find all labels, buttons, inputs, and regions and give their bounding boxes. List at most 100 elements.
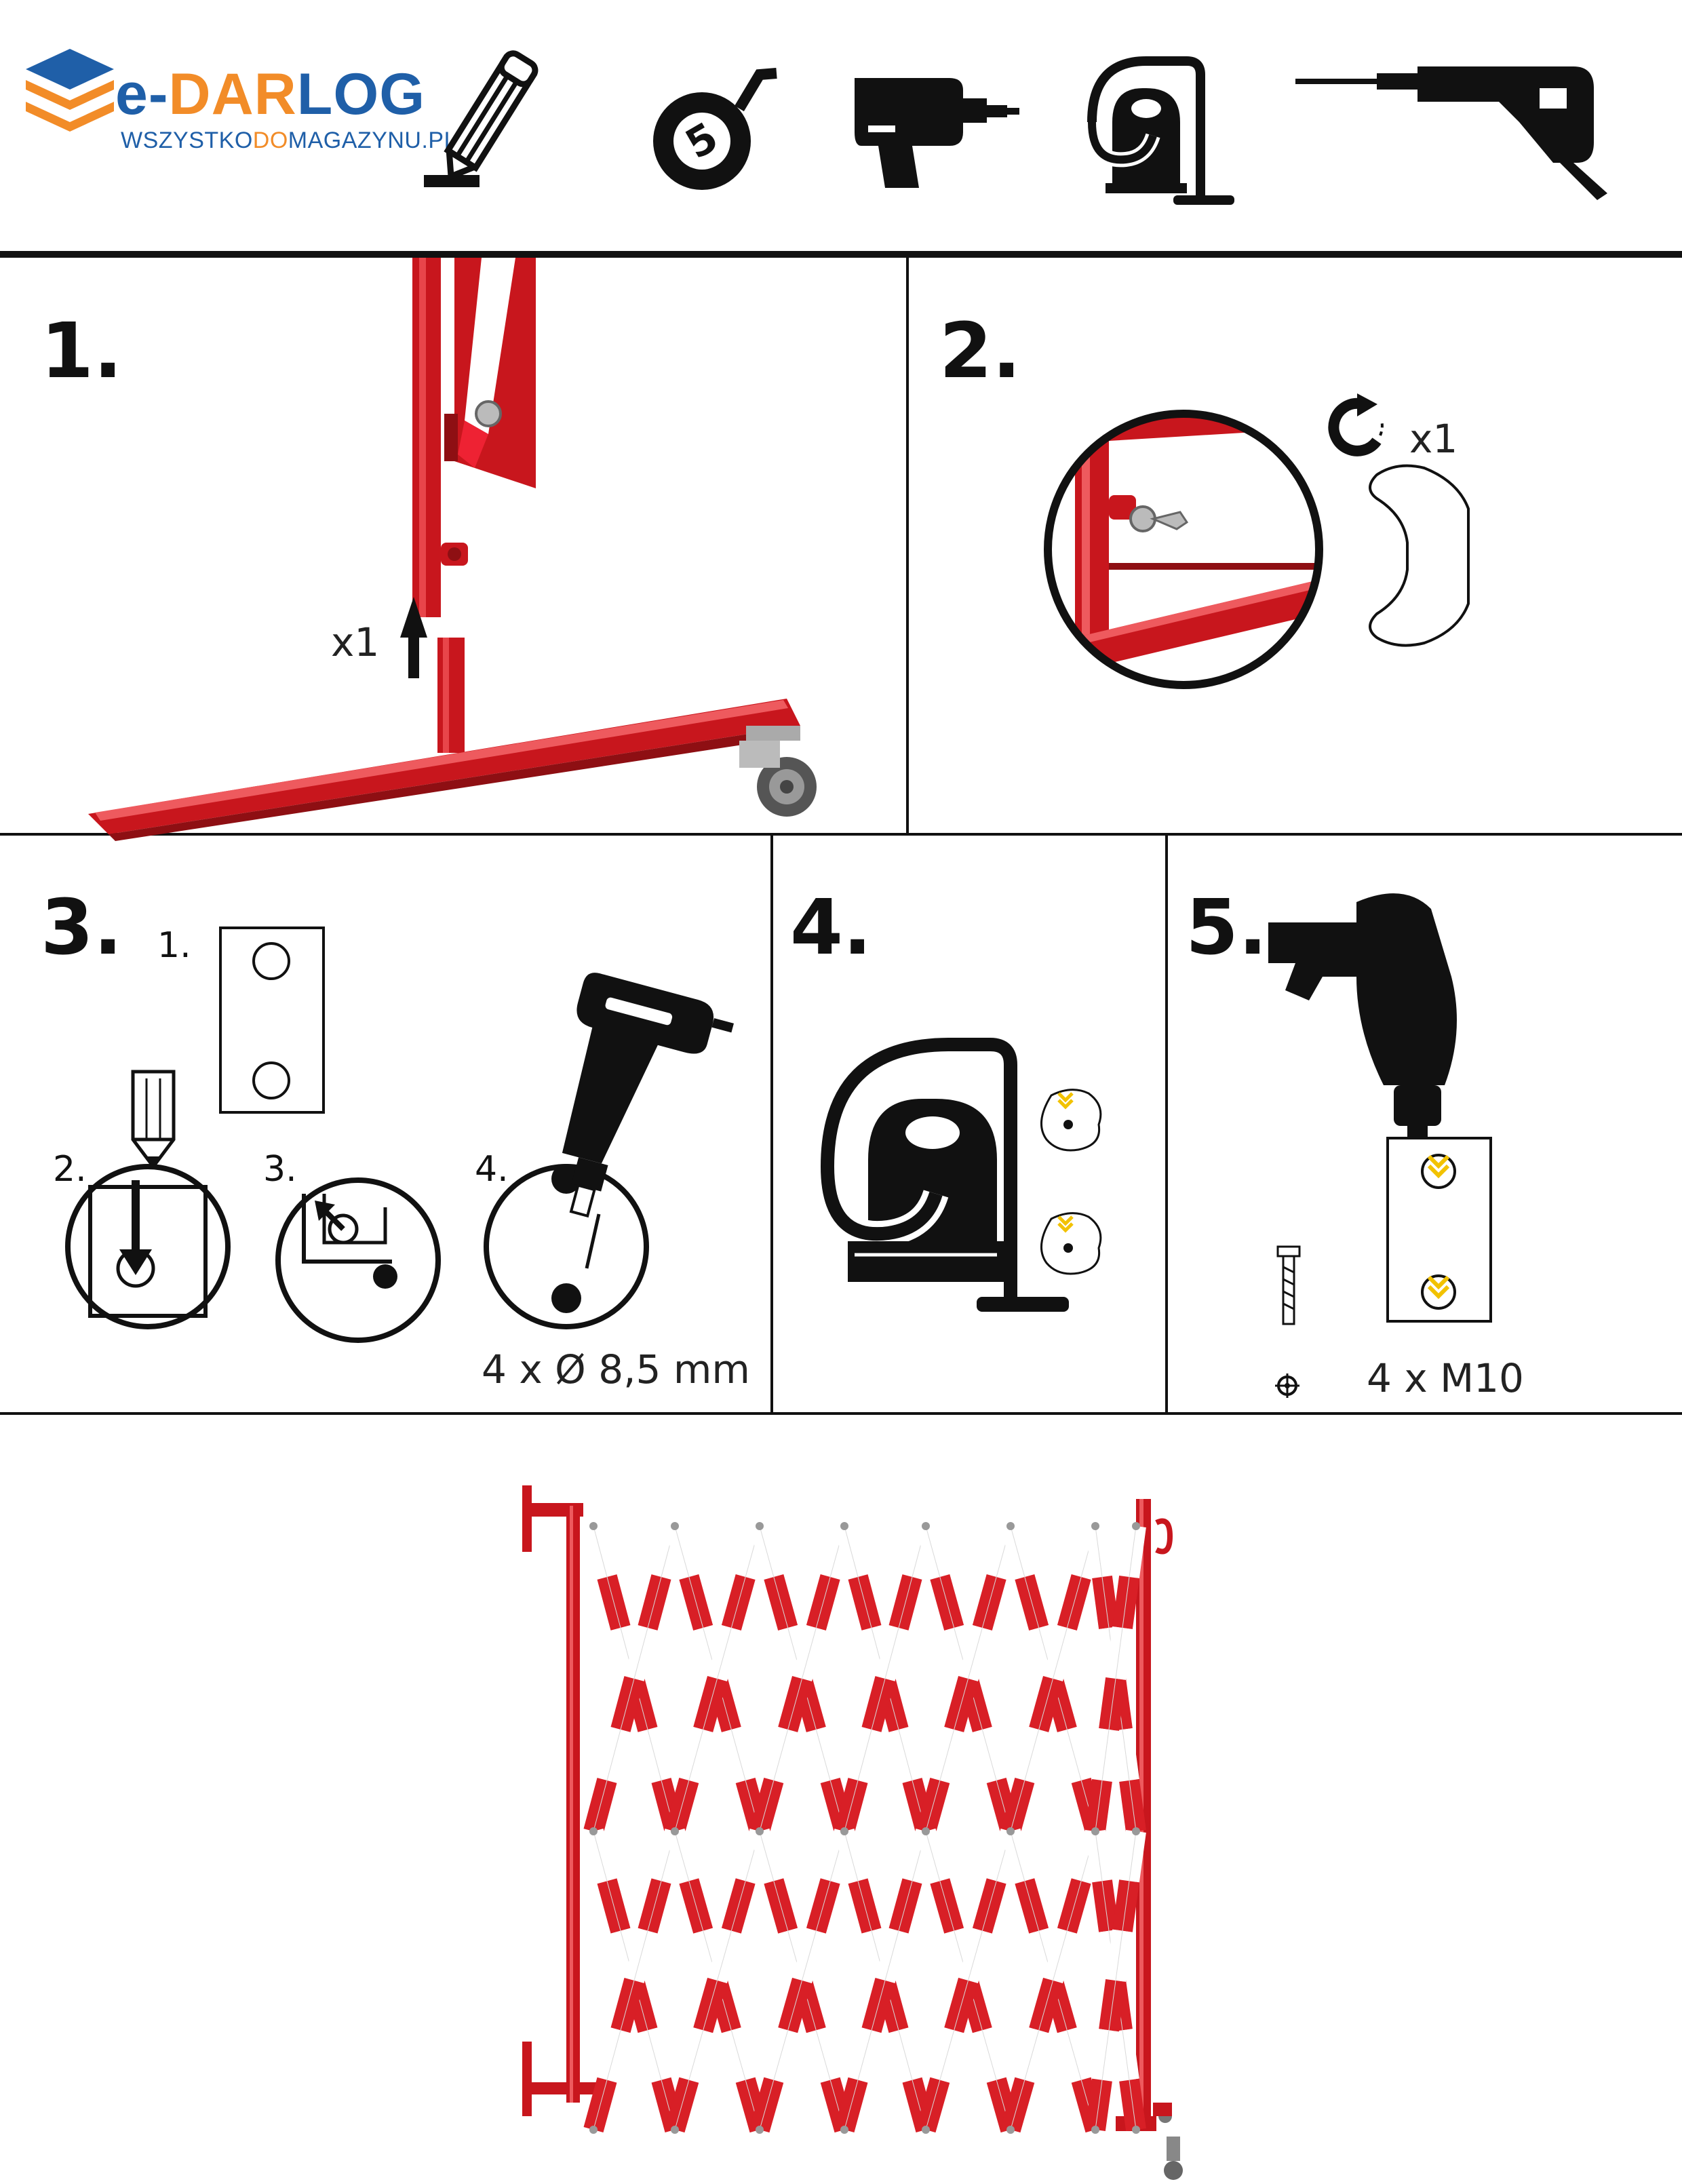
lattice-bar-outline [981, 1729, 997, 1781]
lattice-rivet [589, 1522, 598, 1530]
lattice-bar-outline [1024, 1881, 1040, 1931]
lattice-bar-outline [688, 1576, 704, 1629]
lattice-rivet [1132, 2126, 1140, 2134]
lattice-bar-outline [1129, 2080, 1137, 2130]
lattice-bar-outline [606, 1576, 621, 1629]
lattice-bar-outline [981, 1576, 997, 1629]
lattice-rivet [1006, 1827, 1015, 1835]
lattice-bar-outline [857, 1881, 872, 1931]
brand-part2: LOG [296, 62, 426, 127]
lattice-bar-outline [1095, 2080, 1103, 2130]
lattice-bar-outline [1053, 1930, 1068, 1981]
lattice-bar-outline [968, 1930, 983, 1981]
lattice-bar-outline [802, 1930, 817, 1981]
lattice-bar-outline [1129, 1780, 1137, 1832]
lattice-rivet [922, 2126, 930, 2134]
step-1-number: 1. [41, 307, 123, 395]
lattice-bar-outline [968, 1627, 983, 1679]
lattice-bar-outline [954, 1980, 969, 2031]
lattice-rivet [840, 1522, 848, 1530]
lattice-bar-outline [1024, 1729, 1040, 1781]
clean-hole-top-icon [1040, 1089, 1102, 1152]
lattice-bar-outline [593, 1525, 608, 1578]
tagline-part1: WSZYSTKO [121, 128, 253, 153]
lattice-rivet [1006, 1522, 1015, 1530]
lattice-bar-outline [1122, 1729, 1130, 1781]
lattice-bar-outline [1024, 2030, 1040, 2080]
divider-step3-step4 [770, 836, 773, 1413]
step-2-quantity: x1 [1409, 416, 1458, 462]
divider-step1-step2 [906, 258, 909, 834]
tape-measure-icon: 5 [653, 68, 777, 190]
lattice-bar-outline [925, 1831, 941, 1881]
lattice-bar-outline [844, 1525, 859, 1578]
anchor-plate-icon [1386, 1137, 1492, 1323]
vacuum-cleaner-icon [1084, 56, 1234, 205]
lattice-bar-outline [815, 1576, 831, 1629]
step-2-magnifier-illustration [1044, 410, 1323, 689]
hammer-drill-icon [1295, 66, 1607, 200]
lattice-bar-outline [1010, 2080, 1025, 2130]
lattice-bar-outline [815, 1729, 831, 1781]
lattice-bar-outline [857, 1576, 872, 1629]
lattice-bar-outline [1101, 1576, 1110, 1629]
lattice-bar-outline [898, 1729, 913, 1781]
lattice-bar-outline [981, 1881, 997, 1931]
lattice-bar-outline [1066, 2030, 1082, 2080]
lattice-bar-outline [844, 2080, 859, 2130]
lattice-bar-outline [954, 1678, 969, 1730]
lattice-rivet [589, 2126, 598, 2134]
step-5-number: 5. [1186, 884, 1268, 972]
lattice-rivet [671, 1827, 679, 1835]
lattice-bar-outline [773, 1729, 789, 1781]
lattice-bar-outline [939, 1576, 955, 1629]
mark-hole-icon [65, 1070, 231, 1329]
lattice-bar-outline [857, 1729, 872, 1781]
lattice-bar-outline [981, 2030, 997, 2080]
lattice-bar-outline [593, 2080, 608, 2130]
lattice-bar-outline [1108, 1678, 1116, 1730]
step-3-number: 3. [41, 884, 123, 972]
lattice-bar-outline [606, 2030, 621, 2080]
lattice-bar-outline [730, 1576, 746, 1629]
step-3-sub-4: 4. [475, 1149, 509, 1190]
lattice-rivet [840, 2126, 848, 2134]
lattice-rivet [1091, 2126, 1099, 2134]
lattice-bar-outline [1122, 1576, 1130, 1629]
lattice-bar-outline [1122, 1881, 1130, 1931]
lattice-bar-outline [674, 2080, 690, 2130]
lattice-bar-outline [593, 1831, 608, 1881]
lattice-bar-outline [898, 2030, 913, 2080]
lattice-bar-outline [1095, 1780, 1103, 1832]
step-3-sub-1: 1. [157, 925, 191, 966]
lattice-bar-outline [1010, 1831, 1025, 1881]
header-divider [0, 251, 1682, 258]
lattice-bar-outline [1101, 1881, 1110, 1931]
lattice-bar-outline [647, 2030, 662, 2080]
lattice-bar-outline [1038, 1678, 1053, 1730]
lattice-bar-outline [939, 2030, 955, 2080]
lattice-bar-outline [1066, 1729, 1082, 1781]
lattice-bar-outline [759, 2080, 775, 2130]
clean-hole-bottom-icon [1040, 1212, 1102, 1275]
lattice-bar-outline [647, 1576, 662, 1629]
lattice-bar-outline [606, 1729, 621, 1781]
lattice-bar-outline [925, 2080, 941, 2130]
lattice-bar-outline [730, 1881, 746, 1931]
lattice-bar-outline [674, 1525, 690, 1578]
lattice-bar-outline [773, 2030, 789, 2080]
lattice-rivet [1132, 1522, 1140, 1530]
lattice-bar-outline [1038, 1980, 1053, 2031]
lattice-bar-outline [688, 2030, 704, 2080]
lattice-bar-outline [1095, 1831, 1103, 1881]
step-3-drill-spec: 4 x Ø 8,5 mm [482, 1346, 750, 1392]
lattice-rivet [756, 1522, 764, 1530]
step-1-illustration [88, 258, 817, 841]
step-3-sub-2: 2. [53, 1149, 87, 1190]
lattice-bar-outline [773, 1576, 789, 1629]
divider-step4-step5 [1165, 836, 1168, 1413]
lattice-bar-outline [857, 2030, 872, 2080]
lattice-bar-outline [620, 1678, 635, 1730]
step-4-number: 4. [790, 884, 872, 972]
lattice-bar-outline [871, 1678, 886, 1730]
